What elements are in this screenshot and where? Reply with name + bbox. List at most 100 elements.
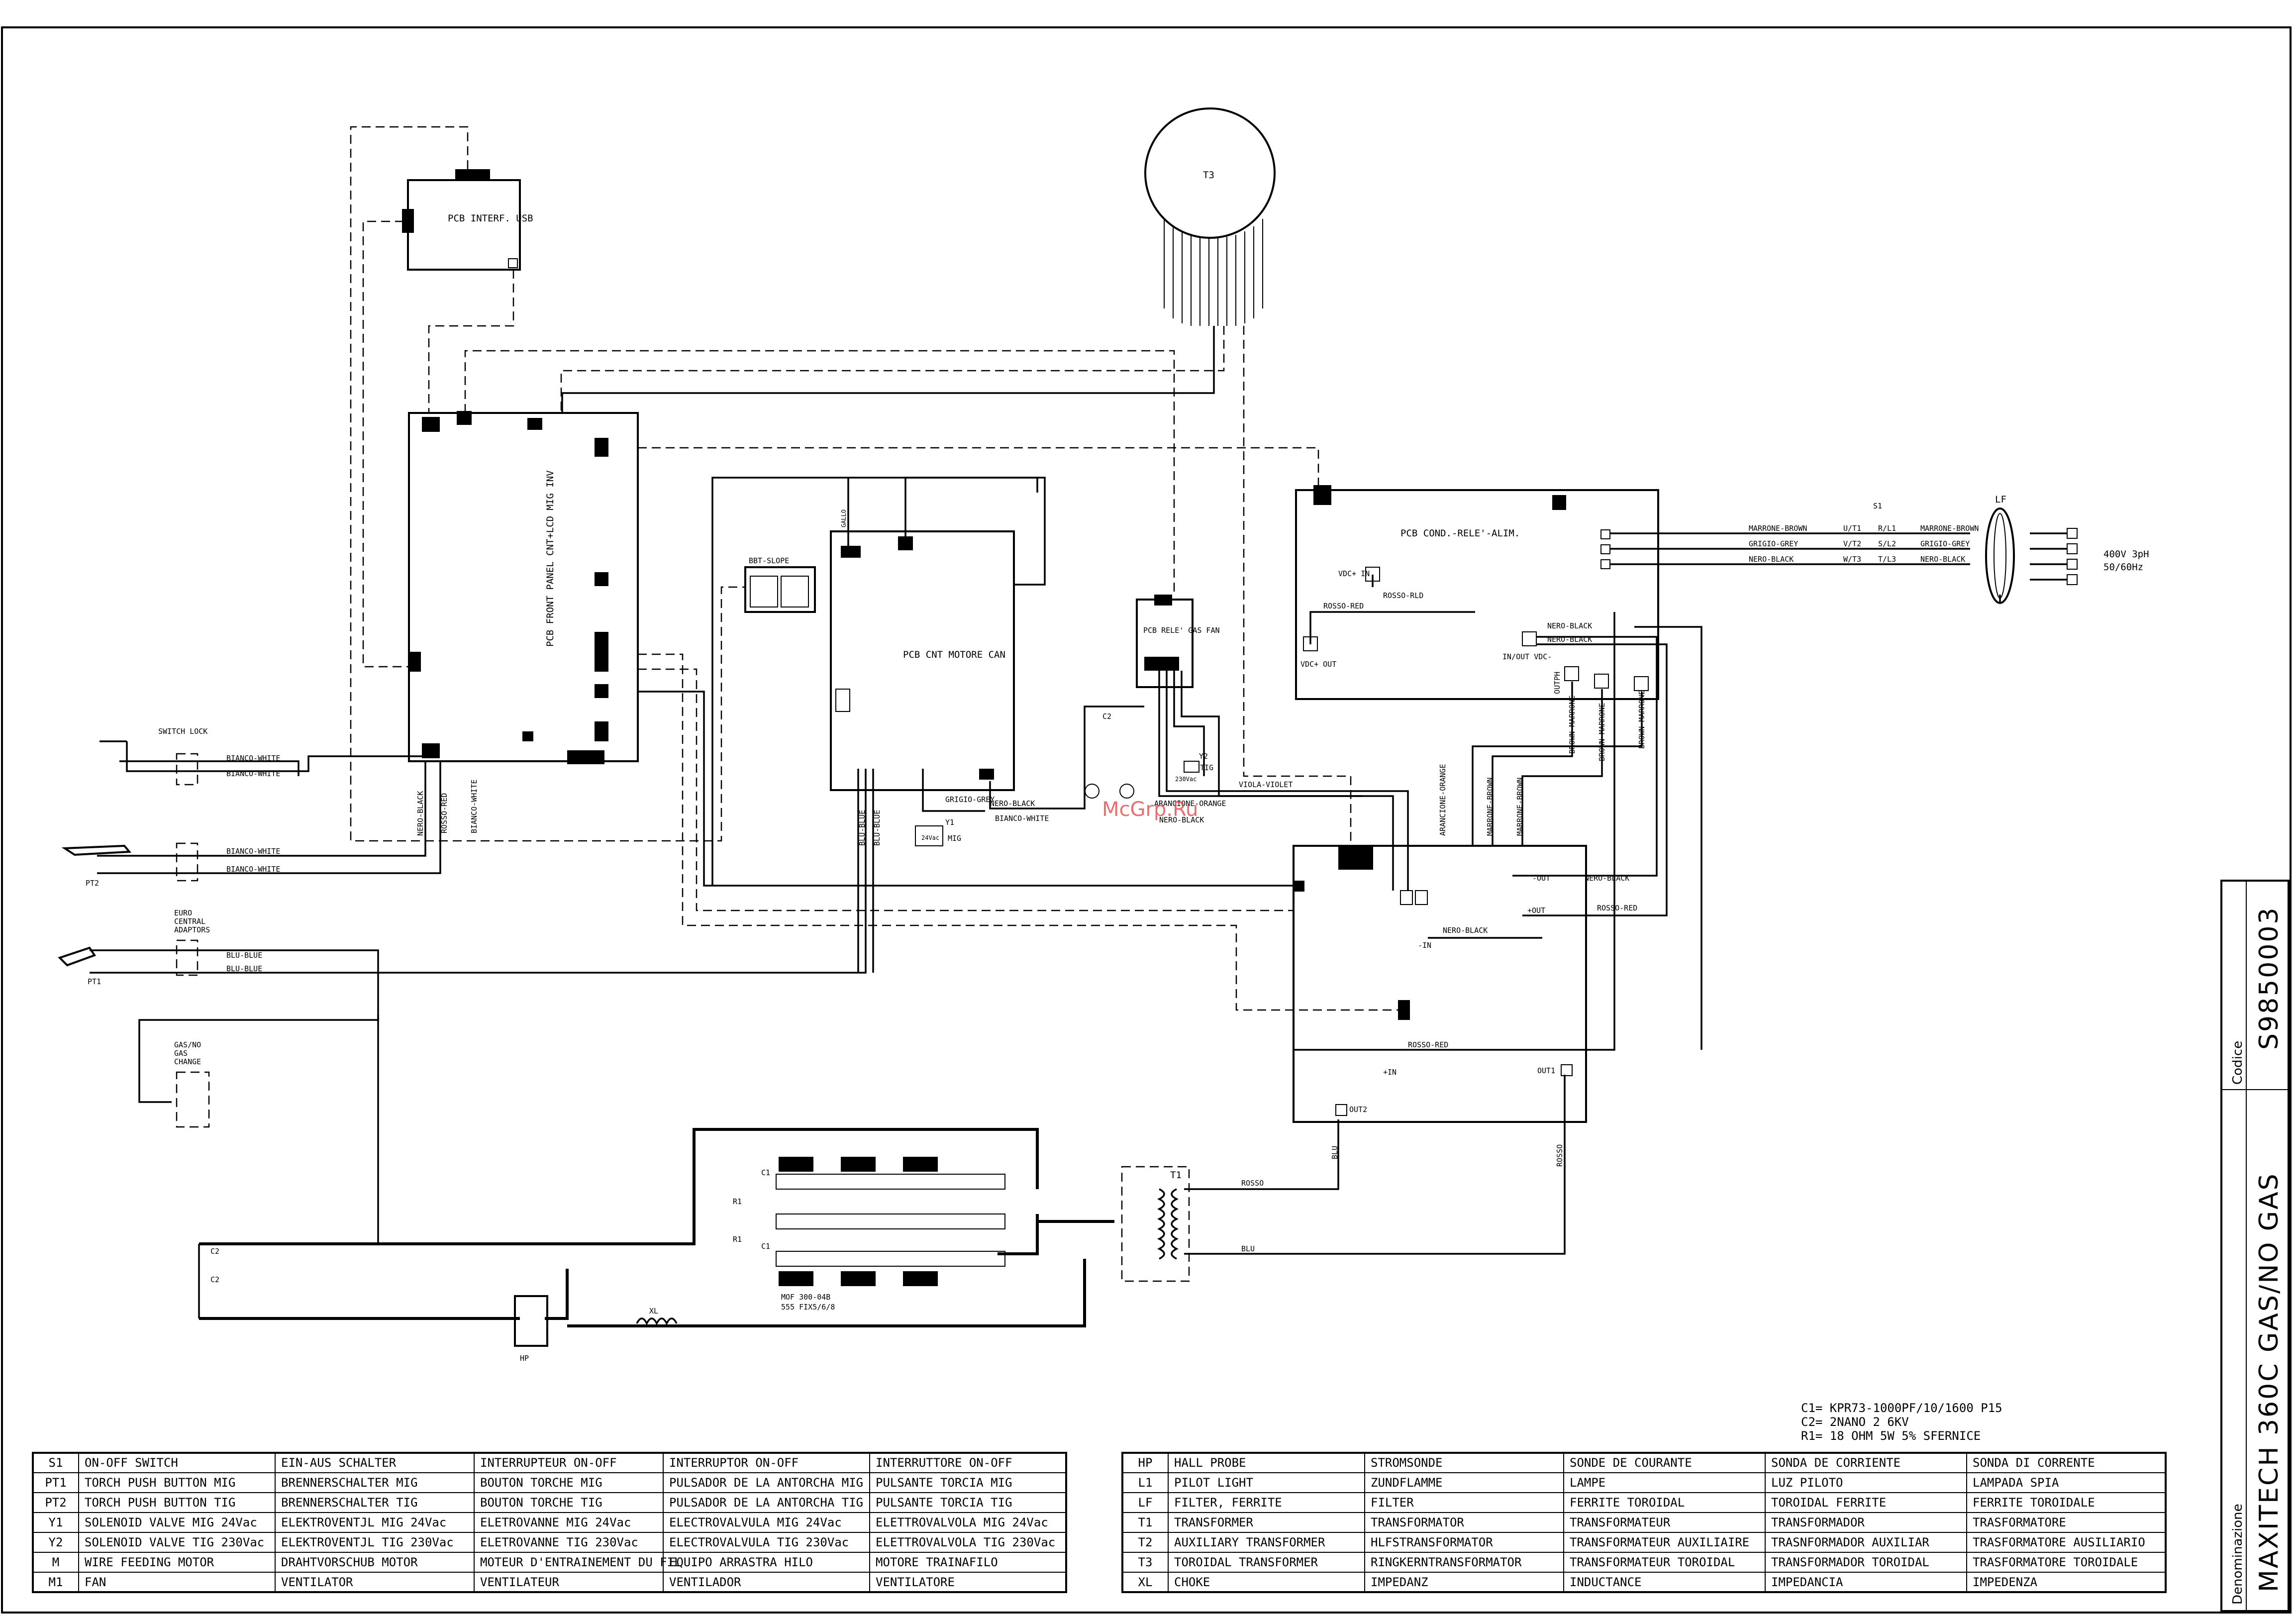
bbt-slope-label: BBT-SLOPE: [749, 556, 789, 565]
pt2-label: PT2: [86, 879, 99, 888]
legend-left-cell: DRAHTVORSCHUB MOTOR: [281, 1555, 418, 1569]
legend-left-cell: VENTILATEUR: [480, 1575, 559, 1589]
legend-right-cell: IMPEDENZA: [1973, 1575, 2038, 1589]
wire-label-rosso-v: ROSSO-RED: [440, 793, 449, 833]
legend-left-cell: M: [52, 1555, 59, 1569]
legend-right-cell: ZUNDFLAMME: [1371, 1476, 1443, 1490]
euro-label-3: ADAPTORS: [174, 925, 210, 934]
legend-left-cell: Y2: [49, 1535, 63, 1549]
wire-label-nero-v: NERO-BLACK: [416, 791, 425, 836]
r1a-label: R1: [733, 1197, 742, 1206]
t3-label: T3: [1203, 170, 1214, 181]
valve-y2: Y2 TIG 230Vac: [1175, 752, 1213, 783]
pcb-usb-label: PCB INTERF. USB: [448, 213, 533, 224]
choke-xl: XL: [636, 1307, 678, 1325]
drawing-title: MAXITECH 360C GAS/NO GAS: [2254, 1172, 2284, 1592]
line1-right: MARRONE-BROWN: [1920, 524, 1979, 533]
c2b-label: C2: [210, 1275, 219, 1284]
c1b-label: C1: [761, 1242, 770, 1251]
legend-right-cell: T2: [1138, 1535, 1153, 1549]
xl-label: XL: [649, 1307, 658, 1315]
legend-left-cell: WIRE FEEDING MOTOR: [85, 1555, 214, 1569]
pt1-label: PT1: [88, 977, 101, 986]
legend-left-cell: INTERRUPTOR ON-OFF: [669, 1456, 799, 1470]
legend-right-cell: IMPEDANCIA: [1771, 1575, 1843, 1589]
legend-left-cell: MOTEUR D'ENTRAINEMENT DU FIL: [480, 1555, 682, 1569]
legend-right-cell: TRANSFORMATEUR: [1570, 1515, 1671, 1529]
line2-right: GRIGIO-GREY: [1920, 539, 1970, 548]
component-notes: C1= KPR73-1000PF/10/1600 P15 C2= 2NANO 2…: [1801, 1401, 2002, 1443]
gas-change: GAS/NO GAS CHANGE: [174, 1040, 210, 1128]
wire-label-brown-3: BROWN MARRONE: [1637, 691, 1646, 749]
legend-left-cell: ELECTROVALVULA MIG 24Vac: [669, 1515, 842, 1529]
legend-right-cell: TRASFORMATORE AUSILIARIO: [1973, 1535, 2145, 1549]
wire-label-bianco-2: BIANCO-WHITE: [226, 769, 280, 778]
legend-left-cell: TORCH PUSH BUTTON MIG: [85, 1476, 235, 1490]
t1-label: T1: [1170, 1170, 1182, 1181]
supply-frequency: 50/60Hz: [2103, 562, 2143, 573]
vdc-plus-in-label: VDC+ IN: [1338, 569, 1370, 578]
out1-label: OUT1: [1537, 1066, 1555, 1075]
note-r1: R1= 18 OHM 5W 5% SFERNICE: [1801, 1429, 1981, 1443]
legend-right-cell: TRANSFORMATOR: [1371, 1515, 1464, 1529]
legend-right-cell: TOROIDAL FERRITE: [1771, 1496, 1886, 1510]
wire-label-bianco-1: BIANCO-WHITE: [226, 754, 280, 763]
line1-in: U/T1: [1843, 524, 1861, 533]
legend-left-cell: S1: [49, 1456, 63, 1470]
legend-left-cell: BRENNERSCHALTER TIG: [281, 1496, 418, 1510]
supply-voltage: 400V 3pH: [2103, 549, 2149, 560]
bbt-slope: BBT-SLOPE: [744, 556, 816, 613]
pcb-gas-fan: PCB RELE' GAS FAN: [1136, 595, 1220, 688]
note-c1: C1= KPR73-1000PF/10/1600 P15: [1801, 1401, 2002, 1415]
legend-left-cell: ELETTROVALVOLA MIG 24Vac: [876, 1515, 1048, 1529]
lf-label: LF: [1995, 494, 2006, 505]
wire-label-viola-1: VIOLA-VIOLET: [1239, 780, 1293, 789]
legend-right-cell: HALL PROBE: [1174, 1456, 1246, 1470]
r1b-label: R1: [733, 1235, 742, 1244]
y1-voltage: 24Vac: [921, 834, 939, 841]
legend-left-cell: TORCH PUSH BUTTON TIG: [85, 1496, 235, 1510]
torch-pt2: PT2: [61, 842, 199, 888]
legend-left-cell: ON-OFF SWITCH: [85, 1456, 178, 1470]
legend-left-cell: PT2: [45, 1496, 66, 1510]
line1-left: MARRONE-BROWN: [1749, 524, 1807, 533]
line1-out: R/L1: [1878, 524, 1896, 533]
capacitor-bank: MOF 300-04B 555 FIX5/6/8 C1 C1 R1 R1: [733, 1157, 1005, 1312]
legend-right-cell: SONDA DI CORRENTE: [1973, 1456, 2095, 1470]
gas-change-label-3: CHANGE: [174, 1057, 201, 1066]
wire-label-bianco-3: BIANCO-WHITE: [226, 847, 280, 856]
wire-label-nero-2: NERO-BLACK: [1159, 815, 1204, 824]
legend-right-cell: LF: [1138, 1496, 1153, 1510]
legend-left-cell: ELETROVANNE MIG 24Vac: [480, 1515, 631, 1529]
wire-labels: BIANCO-WHITE BIANCO-WHITE BIANCO-WHITE B…: [226, 591, 1646, 1253]
ferrite-filter-lf: LF 400V 3pH 50/60Hz: [1985, 494, 2149, 604]
legend-left-cell: M1: [49, 1575, 63, 1589]
wire-label-bianco-4: BIANCO-WHITE: [226, 865, 280, 874]
toroid-t3: T3: [1144, 107, 1276, 326]
watermark: McGrp.Ru: [1102, 798, 1198, 821]
wire-label-bianco-5: BIANCO-WHITE: [995, 814, 1049, 823]
mains-switch-s1: S1 MARRONE-BROWN U/T1 R/L1 MARRONE-BROWN…: [1749, 502, 1979, 564]
svg-text:GALLO: GALLO: [840, 509, 847, 527]
legend-left-cell: PT1: [45, 1476, 66, 1490]
wire-label-rosso-5: ROSSO: [1555, 1144, 1564, 1167]
mof-sub-label: 555 FIX5/6/8: [781, 1303, 835, 1312]
wire-label-brown-2: BROWN MARRONE: [1597, 703, 1606, 761]
wire-label-nero-3: NERO-BLACK: [1547, 621, 1592, 630]
wire-label-nero-6: NERO-BLACK: [1443, 926, 1488, 935]
legend-right-cell: STROMSONDE: [1371, 1456, 1443, 1470]
pcb-cond-rele: PCB COND.-RELE'-ALIM. VDC+ IN VDC+ OUT I…: [1295, 485, 1659, 700]
legend-right-cell: HLFSTRANSFORMATOR: [1371, 1535, 1493, 1549]
title-block: Denominazione Codice MAXITECH 360C GAS/N…: [2220, 880, 2290, 1612]
hall-probe-hp: HP: [514, 1295, 548, 1363]
legend-right-cell: TRASFORMATORE: [1973, 1515, 2066, 1529]
euro-label-2: CENTRAL: [174, 917, 205, 926]
wire-label-arancione-v: ARANCIONE-ORANGE: [1438, 764, 1447, 836]
outph-label: OUTPH: [1553, 672, 1562, 694]
pcb-power-board: -OUT +OUT -IN +IN OUT1 OUT2: [1293, 845, 1587, 1123]
transformer-t1: T1: [1121, 1166, 1190, 1282]
wire-label-rosso-2: ROSSO-RED: [1597, 904, 1637, 912]
legend-right-cell: TRANSFORMATEUR AUXILIAIRE: [1570, 1535, 1749, 1549]
